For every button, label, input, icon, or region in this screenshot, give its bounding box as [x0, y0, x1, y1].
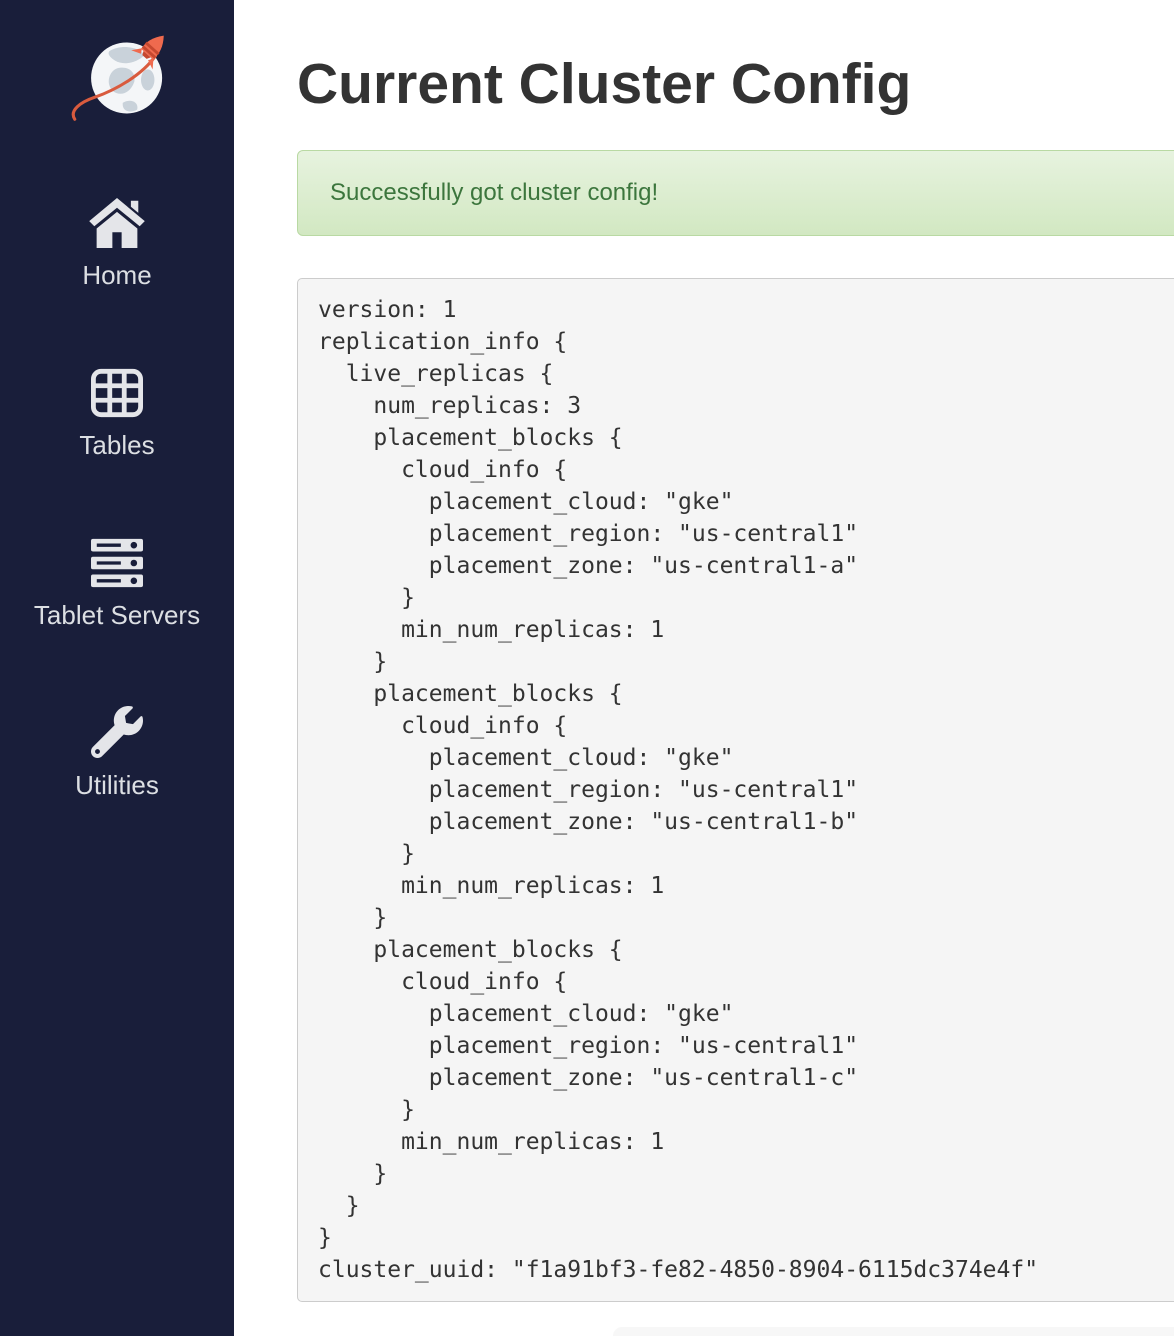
sidebar-item-label: Tablet Servers [33, 600, 201, 630]
main-content: Current Cluster Config Successfully got … [234, 0, 1174, 1336]
wrench-icon [89, 706, 145, 758]
sidebar-item-utilities[interactable]: Utilities [75, 706, 159, 799]
sidebar-item-home[interactable]: Home [82, 196, 152, 290]
success-alert: Successfully got cluster config! [297, 149, 1174, 236]
partially-visible-panel [613, 1327, 1174, 1336]
sidebar-item-label: Tables [79, 430, 155, 460]
rocket-globe-logo[interactable] [69, 24, 165, 130]
page-title: Current Cluster Config [297, 52, 912, 116]
home-icon [89, 196, 145, 248]
cluster-config-text: version: 1 replication_info { live_repli… [297, 277, 1174, 1302]
sidebar: Home Tables [0, 0, 234, 1336]
sidebar-item-tables[interactable]: Tables [79, 366, 155, 460]
sidebar-item-tablet-servers[interactable]: Tablet Servers [34, 536, 200, 629]
tables-icon [91, 366, 143, 418]
success-alert-message: Successfully got cluster config! [330, 178, 659, 206]
sidebar-item-label: Home [82, 260, 152, 290]
sidebar-nav: Home Tables [0, 196, 234, 799]
sidebar-item-label: Utilities [75, 770, 159, 800]
servers-icon [91, 536, 143, 588]
